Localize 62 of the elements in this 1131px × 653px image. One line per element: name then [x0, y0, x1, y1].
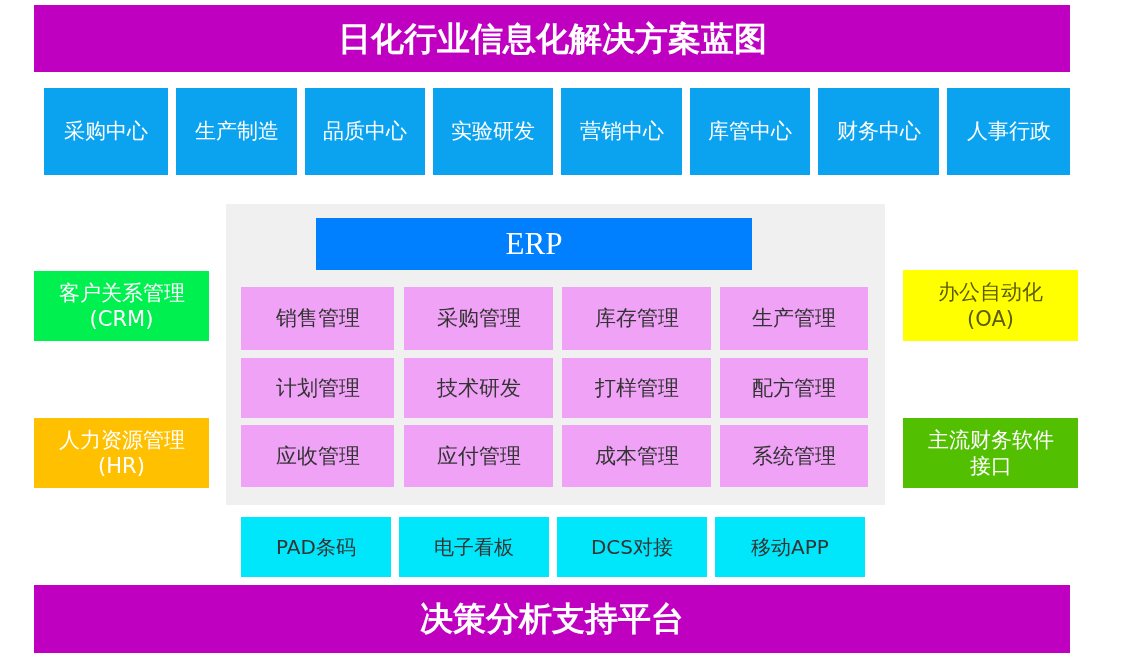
extension-label: PAD条码	[276, 534, 356, 560]
system-box	[34, 271, 209, 341]
department-box	[561, 88, 682, 175]
module-label: 库存管理	[594, 305, 679, 332]
system-label: 办公自动化(OA)	[937, 279, 1044, 332]
module-label: 应付管理	[436, 442, 521, 470]
module-box	[562, 425, 711, 487]
erp-label: ERP	[505, 224, 563, 263]
department-label: 营销中心	[579, 118, 664, 145]
system-box	[903, 418, 1078, 488]
module-box	[404, 287, 553, 350]
module-box	[562, 287, 711, 350]
extension-label: DCS对接	[590, 534, 674, 560]
extension-box	[399, 517, 549, 577]
module-box	[720, 287, 868, 350]
module-box	[404, 425, 553, 487]
module-label: 采购管理	[436, 305, 521, 332]
module-label: 计划管理	[275, 374, 360, 402]
platform-label: 决策分析支持平台	[420, 598, 684, 640]
extension-label: 移动APP	[751, 534, 829, 560]
system-box	[903, 270, 1078, 341]
department-label: 生产制造	[194, 118, 279, 145]
department-label: 财务中心	[836, 118, 921, 145]
department-box	[690, 88, 810, 175]
extension-box	[715, 517, 865, 577]
system-label: 人力资源管理(HR)	[57, 426, 186, 480]
department-label: 采购中心	[64, 118, 148, 145]
module-label: 成本管理	[594, 442, 679, 470]
module-label: 打样管理	[594, 374, 679, 402]
module-label: 系统管理	[752, 442, 836, 470]
system-label: 客户关系管理(CRM)	[57, 279, 186, 333]
module-label: 配方管理	[752, 374, 836, 402]
extension-label: 电子看板	[434, 534, 514, 560]
department-box	[305, 88, 425, 175]
department-label: 品质中心	[323, 118, 407, 145]
system-label: 主流财务软件接口	[926, 426, 1055, 480]
department-box	[433, 88, 553, 175]
module-label: 生产管理	[752, 305, 836, 332]
department-box	[818, 88, 939, 175]
module-box	[241, 358, 394, 418]
module-box	[720, 425, 868, 487]
module-label: 应收管理	[275, 442, 360, 470]
department-label: 库管中心	[708, 118, 792, 145]
module-label: 销售管理	[275, 305, 360, 332]
department-label: 实验研发	[451, 118, 535, 145]
module-label: 技术研发	[436, 374, 521, 402]
department-label: 人事行政	[966, 118, 1051, 145]
extension-box	[557, 517, 707, 577]
erp-header-bar	[316, 218, 752, 270]
diagram-title: 日化行业信息化解决方案蓝图	[337, 17, 767, 60]
module-box	[562, 358, 711, 418]
extension-box	[241, 517, 391, 577]
module-box	[241, 287, 394, 350]
platform-band	[34, 585, 1070, 653]
department-box	[947, 88, 1070, 175]
module-box	[720, 358, 868, 418]
module-box	[241, 425, 394, 487]
erp-panel	[226, 204, 885, 505]
module-box	[404, 358, 553, 418]
system-box	[34, 418, 209, 488]
department-box	[44, 88, 168, 175]
department-box	[176, 88, 297, 175]
